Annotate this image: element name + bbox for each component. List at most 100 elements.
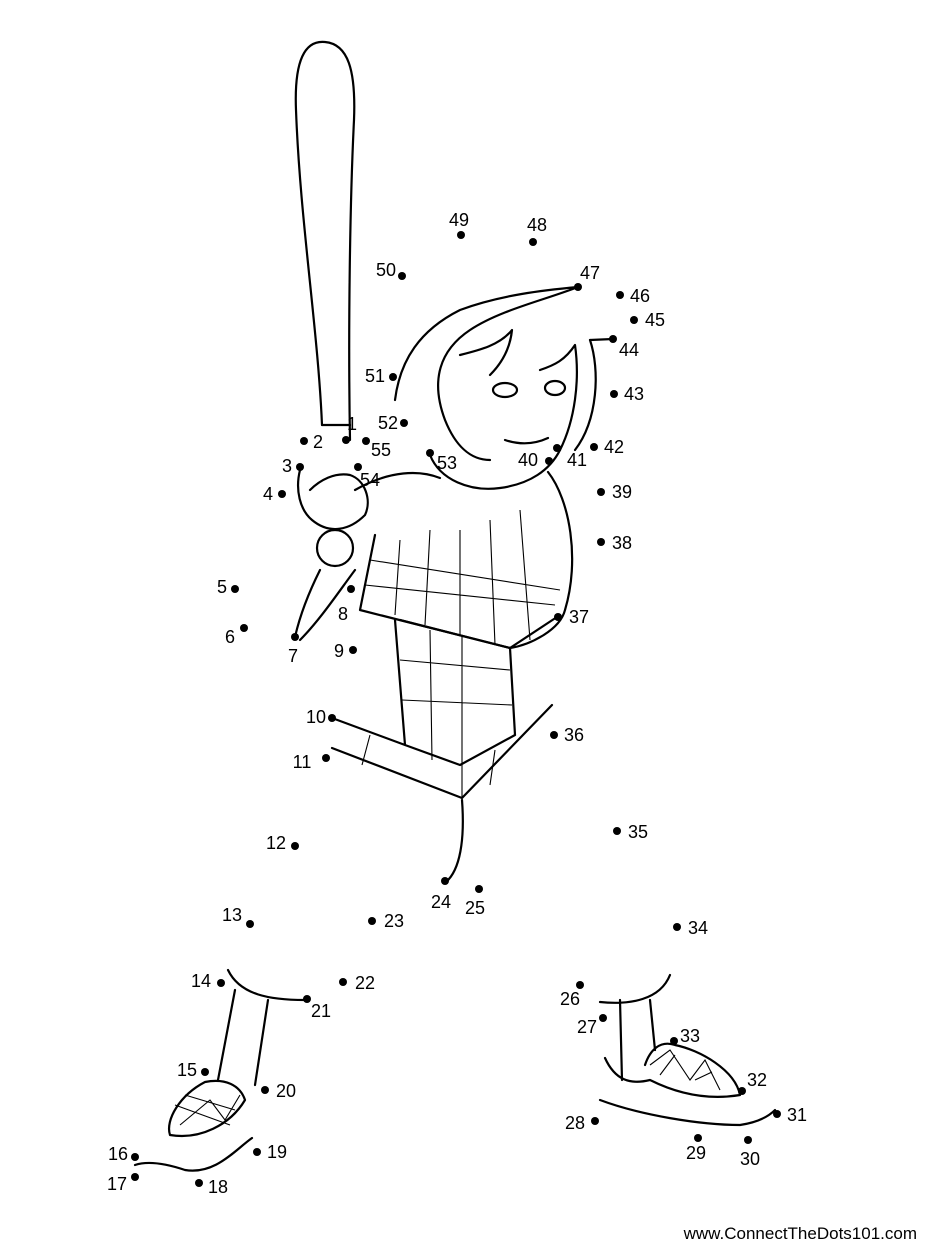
dot-33: [670, 1037, 678, 1045]
dot-40: [545, 457, 553, 465]
dot-label: 38: [612, 533, 632, 553]
dot-26: [576, 981, 584, 989]
dot-5: [231, 585, 239, 593]
dot-label: 46: [630, 286, 650, 306]
torso-outline: [353, 470, 574, 650]
dot-label: 23: [384, 911, 404, 931]
dot-label: 52: [378, 413, 398, 433]
dot-label: 10: [306, 707, 326, 727]
dot-label: 35: [628, 822, 648, 842]
dot-label: 41: [567, 450, 587, 470]
dot-label: 53: [437, 453, 457, 473]
dot-label: 51: [365, 366, 385, 386]
dot-label: 11: [293, 752, 312, 772]
dot-label: 54: [360, 470, 380, 490]
dot-label: 34: [688, 918, 708, 938]
dot-34: [673, 923, 681, 931]
dot-label: 25: [465, 898, 485, 918]
dot-label: 45: [645, 310, 665, 330]
dot-15: [201, 1068, 209, 1076]
dot-label: 28: [565, 1113, 585, 1133]
dot-label: 8: [338, 604, 348, 624]
dot-46: [616, 291, 624, 299]
dot-10: [328, 714, 336, 722]
dot-label: 4: [263, 484, 273, 504]
dot-24: [441, 877, 449, 885]
dot-8: [347, 585, 355, 593]
dot-label: 9: [334, 641, 344, 661]
right-shoe: [598, 973, 742, 1098]
dot-label: 24: [431, 892, 451, 912]
dot-label: 44: [619, 340, 639, 360]
dot-6: [240, 624, 248, 632]
dot-37: [554, 613, 562, 621]
dot-52: [400, 419, 408, 427]
dot-label: 27: [577, 1017, 597, 1037]
dot-31: [773, 1110, 781, 1118]
line-art: [133, 40, 777, 1172]
dot-54: [354, 463, 362, 471]
dot-29: [694, 1134, 702, 1142]
hair-outline: [393, 285, 580, 462]
dot-14: [217, 979, 225, 987]
dot-44: [609, 335, 617, 343]
dot-label: 17: [107, 1174, 127, 1194]
dot-19: [253, 1148, 261, 1156]
bat-outline: [294, 40, 356, 442]
dot-label: 47: [580, 263, 600, 283]
dot-30: [744, 1136, 752, 1144]
dot-label: 29: [686, 1143, 706, 1163]
dot-47: [574, 283, 582, 291]
dot-36: [550, 731, 558, 739]
dot-label: 36: [564, 725, 584, 745]
site-credit: www.ConnectTheDots101.com: [683, 1224, 917, 1243]
dot-label: 40: [518, 450, 538, 470]
dot-label: 49: [449, 210, 469, 230]
dot-3: [296, 463, 304, 471]
dot-25: [475, 885, 483, 893]
dot-label: 15: [177, 1060, 197, 1080]
dot-label: 7: [288, 646, 298, 666]
dot-label: 22: [355, 973, 375, 993]
dot-48: [529, 238, 537, 246]
dot-16: [131, 1153, 139, 1161]
dot-label: 1: [347, 414, 357, 434]
dot-label: 19: [267, 1142, 287, 1162]
dot-4: [278, 490, 286, 498]
dot-label: 3: [282, 456, 292, 476]
dot-label: 37: [569, 607, 589, 627]
dot-label: 14: [191, 971, 211, 991]
dot-label: 55: [371, 440, 391, 460]
dot-42: [590, 443, 598, 451]
dot-label: 33: [680, 1026, 700, 1046]
dot-45: [630, 316, 638, 324]
dot-50: [398, 272, 406, 280]
dot-28: [591, 1117, 599, 1125]
dot-label: 32: [747, 1070, 767, 1090]
dot-11: [322, 754, 330, 762]
dot-35: [613, 827, 621, 835]
dot-39: [597, 488, 605, 496]
dot-21: [303, 995, 311, 1003]
dot-label: 13: [222, 905, 242, 925]
dot-22: [339, 978, 347, 986]
dot-20: [261, 1086, 269, 1094]
dot-9: [349, 646, 357, 654]
dot-label: 12: [266, 833, 286, 853]
dot-43: [610, 390, 618, 398]
dot-51: [389, 373, 397, 381]
dot-label: 5: [217, 577, 227, 597]
dot-label: 2: [313, 432, 323, 452]
dot-27: [599, 1014, 607, 1022]
dot-32: [738, 1087, 746, 1095]
dot-label: 30: [740, 1149, 760, 1169]
dot-label: 21: [311, 1001, 331, 1021]
dot-7: [291, 633, 299, 641]
shorts-outline: [330, 618, 554, 800]
dot-label: 6: [225, 627, 235, 647]
dot-label: 20: [276, 1081, 296, 1101]
dot-38: [597, 538, 605, 546]
dot-label: 43: [624, 384, 644, 404]
